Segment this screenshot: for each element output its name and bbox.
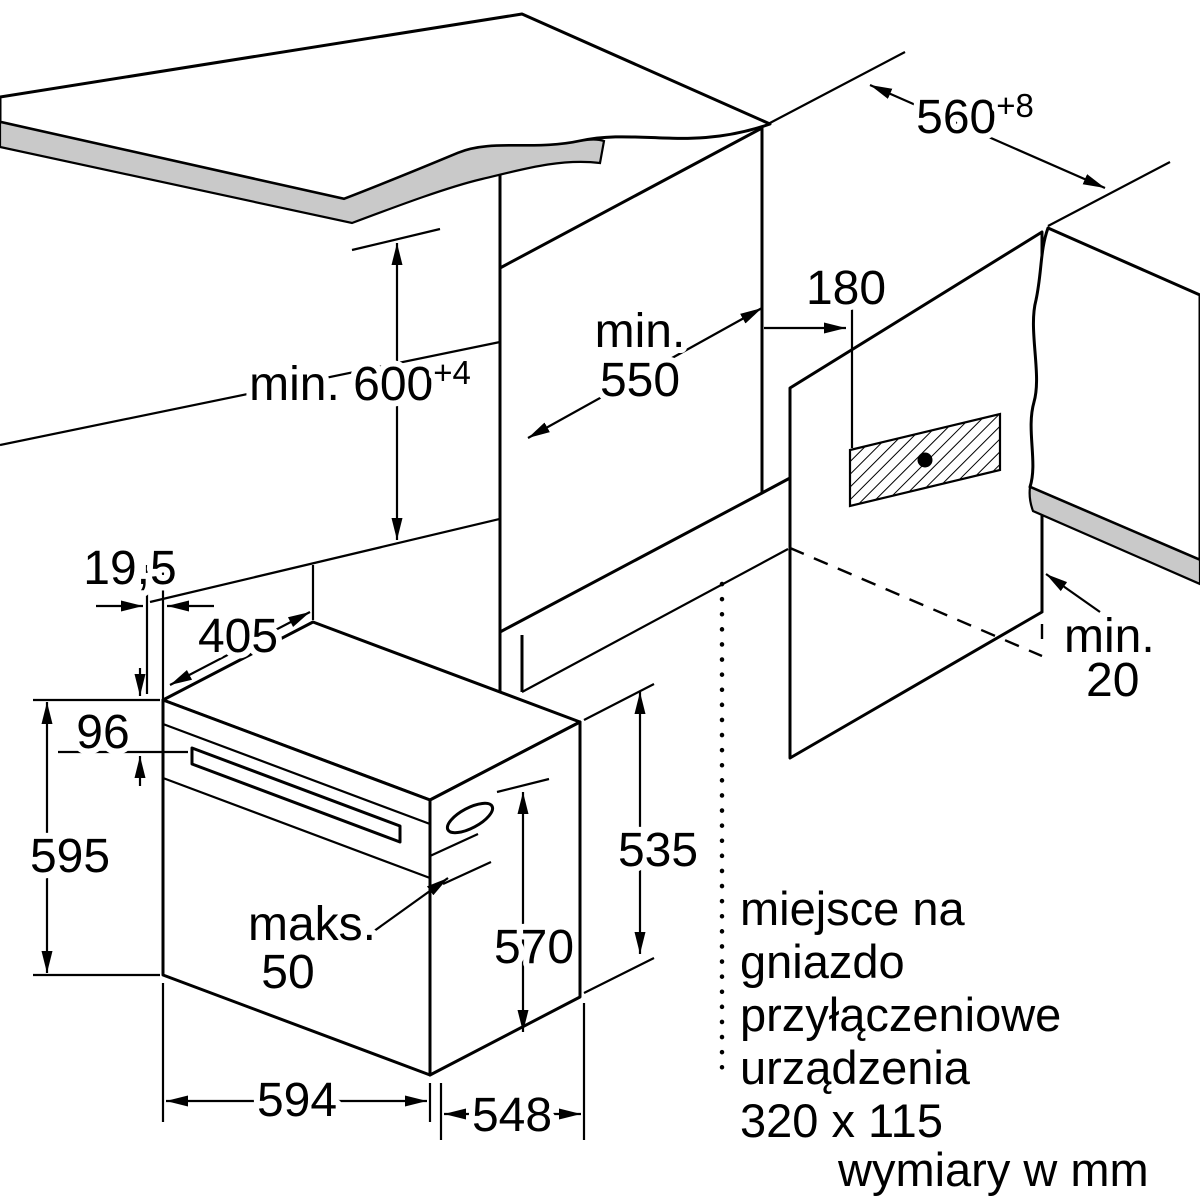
- oven-niche: [498, 126, 791, 694]
- worktop-left-edge-band: [0, 120, 606, 225]
- socket-dot: [917, 452, 933, 468]
- label-rear-gap-1: min.: [1064, 610, 1155, 663]
- label-oven-width: 594: [257, 1074, 337, 1127]
- label-oven-depth: 548: [472, 1089, 552, 1142]
- socket-note-line-3: przyłączeniowe: [740, 988, 1061, 1041]
- label-handle-protrusion-1: maks.: [248, 898, 376, 951]
- label-niche-width: 560+8: [916, 87, 1034, 144]
- label-top-depth: 405: [198, 610, 278, 663]
- label-socket-offset: 180: [806, 262, 886, 315]
- label-rear-gap-2: 20: [1086, 654, 1139, 707]
- socket-note-line-5: 320 x 115: [740, 1094, 943, 1147]
- oven-handle: [190, 746, 402, 844]
- label-rear-height: 535: [618, 824, 698, 877]
- socket-note: miejsce na gniazdo przyłączeniowe urządz…: [740, 882, 1061, 1147]
- floor-front-edge: [521, 548, 789, 693]
- dim-arrow-top-depth: [169, 611, 311, 686]
- niche-right-connector: [761, 476, 791, 495]
- socket-note-line-4: urządzenia: [740, 1041, 971, 1094]
- side-panel: [788, 230, 1044, 760]
- oven: [161, 620, 582, 1077]
- worktop-right-edge-band: [1028, 485, 1200, 586]
- dim-arrow-rear-gap: [1045, 573, 1101, 613]
- label-niche-height: min. 600+4: [249, 354, 471, 411]
- label-door-gap: 19,5: [83, 542, 176, 595]
- dimension-extension-lines: [33, 51, 1171, 1140]
- oven-door-seams: [162, 722, 431, 880]
- niche-plinth: [498, 632, 524, 694]
- oven-front-face: [161, 698, 432, 1077]
- dim-arrow-niche-width: [869, 83, 1106, 190]
- oven-vent-oval: [445, 801, 495, 835]
- label-handle-protrusion-2: 50: [261, 946, 314, 999]
- worktop-right: [1028, 226, 1200, 586]
- label-niche-depth-1: min.: [595, 305, 686, 358]
- label-niche-depth-2: 550: [600, 354, 680, 407]
- worktop-left: [0, 12, 772, 225]
- label-total-height: 595: [30, 830, 110, 883]
- label-panel-height: 96: [76, 706, 129, 759]
- hidden-edges: [789, 520, 1044, 658]
- worktop-right-top-face: [1028, 226, 1200, 562]
- socket-note-line-2: gniazdo: [740, 935, 905, 988]
- cabinet-run-lines: [0, 227, 526, 604]
- units-note: wymiary w mm: [837, 1143, 1149, 1196]
- dim-arrow-niche-depth: [527, 307, 763, 439]
- dim-arrow-handle-protrusion: [355, 877, 449, 945]
- socket-note-line-1: miejsce na: [740, 882, 966, 935]
- label-front-height: 570: [494, 921, 574, 974]
